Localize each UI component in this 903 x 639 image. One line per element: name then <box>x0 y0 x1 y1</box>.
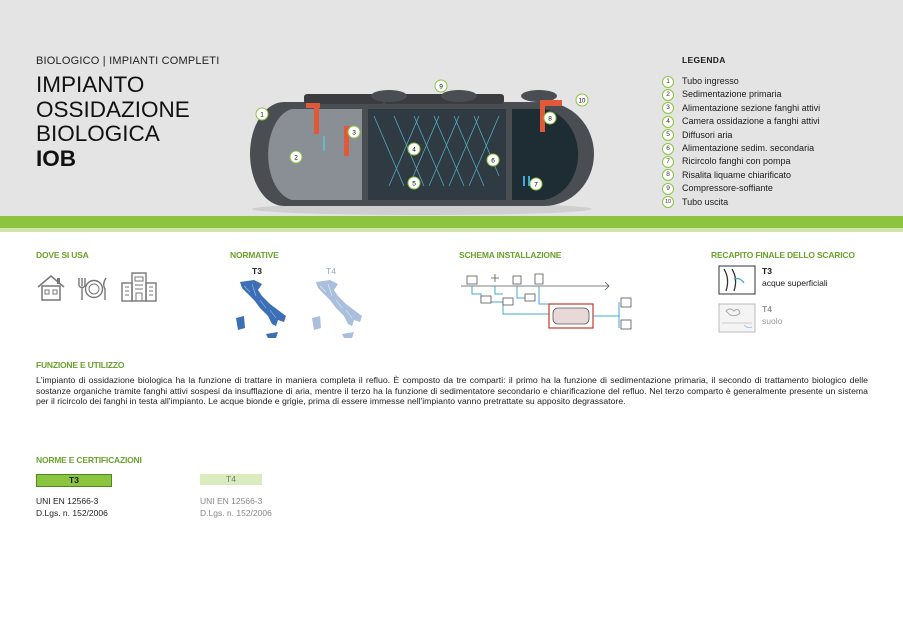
legend-item: 8 Risalita liquame chiarificato <box>662 169 820 182</box>
surface-water-icon <box>718 265 756 295</box>
green-divider-light <box>0 228 903 232</box>
green-divider <box>0 216 903 228</box>
normative-t4-label: T4 <box>326 266 336 276</box>
legend-label: Diffusori aria <box>682 129 733 140</box>
norme-t3-list: UNI EN 12566-3 D.Lgs. n. 152/2006 <box>36 496 108 518</box>
tank-cutaway-illustration: 1 2 3 4 5 6 7 8 9 10 <box>250 79 594 215</box>
section-title-dove: DOVE SI USA <box>36 250 89 260</box>
norme-t4-badge: T4 <box>200 474 262 485</box>
legend-number: 8 <box>662 169 674 182</box>
section-title-funzione: FUNZIONE E UTILIZZO <box>36 360 125 370</box>
legend-number: 9 <box>662 182 674 195</box>
legend-label: Compressore-soffiante <box>682 183 773 194</box>
legend-number: 4 <box>662 115 674 128</box>
legend-item: 7 Ricircolo fanghi con pompa <box>662 155 820 169</box>
restaurant-icon <box>78 277 107 300</box>
legend-item: 2 Sedimentazione primaria <box>662 88 820 102</box>
legend-number: 1 <box>662 75 674 88</box>
legend-item: 1 Tubo ingresso <box>662 75 820 88</box>
norme-t4-list: UNI EN 12566-3 D.Lgs. n. 152/2006 <box>200 496 272 518</box>
legend-number: 3 <box>662 102 674 115</box>
legend-item: 5 Diffusori aria <box>662 129 820 142</box>
house-icon <box>37 275 65 301</box>
recapito-t4-label: suolo <box>762 316 783 326</box>
svg-text:2: 2 <box>294 155 298 162</box>
svg-text:4: 4 <box>412 147 416 154</box>
installation-schema-diagram <box>461 273 632 330</box>
product-code: IOB <box>36 145 77 171</box>
legend-item: 9 Compressore-soffiante <box>662 182 820 195</box>
legend-title: LEGENDA <box>682 55 726 65</box>
italy-map-t4-icon <box>312 280 362 338</box>
svg-text:9: 9 <box>439 84 443 91</box>
legend-label: Sedimentazione primaria <box>682 89 782 100</box>
recapito-t3-label: acque superficiali <box>762 278 828 288</box>
legend-number: 7 <box>662 156 674 169</box>
legend-label: Ricircolo fanghi con pompa <box>682 156 791 167</box>
category-label: BIOLOGICO | IMPIANTI COMPLETI <box>36 55 220 67</box>
svg-text:8: 8 <box>548 116 552 123</box>
funzione-paragraph: L'impianto di ossidazione biologica ha l… <box>36 375 868 406</box>
legend-number: 5 <box>662 129 674 142</box>
legend-item: 3 Alimentazione sezione fanghi attivi <box>662 102 820 115</box>
legend-number: 10 <box>662 196 674 209</box>
recapito-t4-code: T4 <box>762 304 772 314</box>
legend-item: 6 Alimentazione sedim. secondaria <box>662 142 820 155</box>
legend-number: 2 <box>662 89 674 102</box>
legend-label: Risalita liquame chiarificato <box>682 169 792 180</box>
building-icon <box>121 272 157 302</box>
norme-t3-badge: T3 <box>36 474 112 487</box>
svg-text:10: 10 <box>579 99 586 105</box>
recapito-t3-code: T3 <box>762 266 772 276</box>
legend-label: Camera ossidazione a fanghi attivi <box>682 116 820 127</box>
legend-label: Alimentazione sedim. secondaria <box>682 142 815 153</box>
legend-number: 6 <box>662 142 674 155</box>
section-title-schema: SCHEMA INSTALLAZIONE <box>459 250 562 260</box>
svg-text:1: 1 <box>260 112 264 119</box>
legend-label: Tubo ingresso <box>682 76 739 86</box>
section-title-norme: NORME E CERTIFICAZIONI <box>36 455 142 465</box>
legend-item: 4 Camera ossidazione a fanghi attivi <box>662 115 820 128</box>
italy-map-t3-icon <box>236 280 286 338</box>
svg-text:3: 3 <box>352 130 356 137</box>
section-title-normative: NORMATIVE <box>230 250 279 260</box>
soil-icon <box>718 303 756 333</box>
legend-item: 10 Tubo uscita <box>662 196 820 209</box>
normative-t3-label: T3 <box>252 266 262 276</box>
page-title: IMPIANTO OSSIDAZIONE BIOLOGICA IOB <box>36 72 190 171</box>
legend-label: Tubo uscita <box>682 196 729 207</box>
section-title-recapito: RECAPITO FINALE DELLO SCARICO <box>711 250 855 260</box>
svg-text:7: 7 <box>534 182 538 189</box>
svg-text:6: 6 <box>491 158 495 165</box>
legend-label: Alimentazione sezione fanghi attivi <box>682 102 821 113</box>
svg-text:5: 5 <box>412 181 416 188</box>
